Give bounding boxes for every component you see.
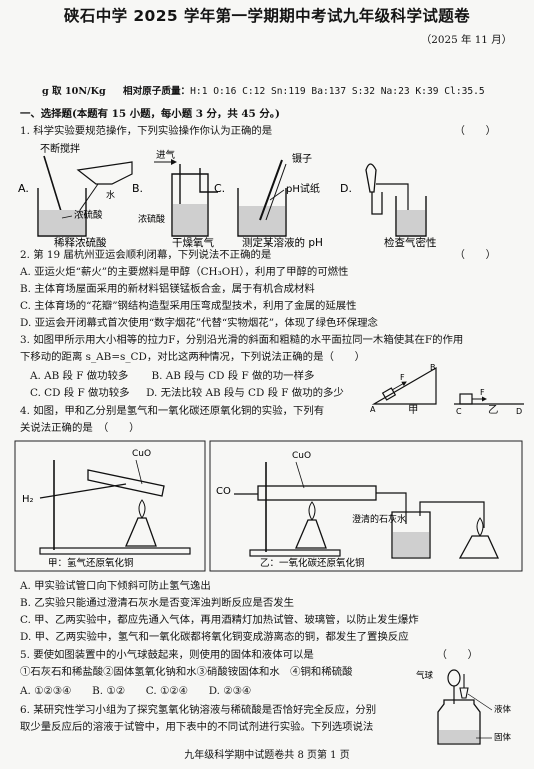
q2-option-d: D. 亚运会开闭幕式首次使用“数字烟花”代替“实物烟花”，体现了绿色环保理念	[20, 317, 378, 329]
atomic-mass-label: 相对原子质量：	[122, 86, 191, 97]
q1-acid-label: 浓硫酸	[74, 209, 103, 221]
dropper-icon	[459, 674, 469, 699]
q3-option-d: D. 无法比较 AB 段与 CD 段 F 做功的多少	[146, 387, 344, 399]
q4-limewater-label: 澄清的石灰水	[352, 513, 406, 525]
q2-option-a: A. 亚运火炬“薪火”的主要燃料是甲醇（CH₃OH），利用了甲醇的可燃性	[20, 266, 349, 278]
q1-stem: 1. 科学实验要规范操作，下列实验操作你认为正确的是	[20, 125, 273, 137]
q1-inlet-label: 进气	[156, 149, 176, 161]
q5-options: A. ①②③④ B. ①② C. ①②④ D. ②③④	[20, 685, 252, 697]
box-icon	[459, 393, 473, 405]
tweezers-icon	[259, 159, 283, 221]
q1-stir-label: 不断搅拌	[40, 142, 80, 155]
svg-text:F: F	[400, 373, 405, 382]
svg-text:CO: CO	[216, 486, 231, 497]
alcohol-lamp-icon	[125, 517, 157, 547]
q3-fig-jia: 甲	[408, 404, 419, 416]
q1-caption-b: 干燥氧气	[172, 236, 214, 248]
alcohol-lamp-icon	[295, 519, 327, 549]
q2-option-b: B. 主体育场屋面采用的新材料铝镁锰板合金，属于有机合成材料	[20, 283, 315, 295]
q5-items: ①石灰石和稀盐酸②固体氢氧化钠和水③硝酸铵固体和水 ④铜和稀硫酸	[20, 666, 353, 678]
balloon-icon	[447, 669, 461, 687]
q1-caption-c: 测定某溶液的 pH	[242, 236, 323, 248]
q3-option-b: B. AB 段与 CD 段 F 做的功一样多	[151, 370, 315, 382]
q1-ph-paper-label: pH试纸	[286, 182, 320, 195]
q1-figure: A. 不断搅拌 水 浓硫酸 B. 进气 浓硫酸 C. 镊子 pH试纸 D.	[18, 142, 437, 248]
box-icon	[381, 387, 397, 401]
q5-liquid-label: 液体	[494, 704, 512, 715]
section-heading: 一、选择题(本题有 15 小题，每小题 3 分，共 45 分。)	[20, 108, 280, 120]
q4-stem-line1: 4. 如图，甲和乙分别是氢气和一氧化碳还原氧化铜的实验，下列有	[20, 405, 325, 417]
q1-conc-acid-label: 浓硫酸	[138, 213, 165, 225]
q1-tweezers-label: 镊子	[292, 153, 312, 165]
svg-text:H₂: H₂	[22, 494, 34, 505]
svg-text:C: C	[456, 407, 462, 416]
q3-option-c: C. CD 段 F 做功较多	[30, 387, 130, 399]
q1-option-a-label: A.	[18, 182, 29, 195]
beaker-icon	[37, 188, 87, 237]
constants-line: g 取 10N/Kg 相对原子质量：H:1 O:16 C:12 Sn:119 B…	[42, 86, 522, 99]
q5-balloon-label: 气球	[416, 670, 434, 681]
exam-date: （2025 年 11 月）	[420, 34, 512, 46]
test-tube-icon	[87, 469, 165, 497]
svg-text:F: F	[480, 388, 485, 397]
q2-stem: 2. 第 19 届杭州亚运会顺利闭幕，下列说法不正确的是	[20, 249, 272, 261]
q1-option-c-label: C.	[214, 182, 225, 195]
beaker-liquid-icon	[39, 210, 85, 235]
q2-answer-paren: （ ）	[454, 249, 496, 261]
q3-fig-yi: 乙	[488, 404, 499, 416]
q5-figure: 气球 液体 固体	[416, 669, 512, 745]
q1-water-label: 水	[106, 189, 115, 201]
q1-answer-paren: （ ）	[454, 125, 496, 137]
gas-bottle-icon	[171, 173, 209, 237]
beaker-icon	[395, 196, 427, 237]
q1-caption-a: 稀释浓硫酸	[54, 236, 107, 248]
q2-option-c: C. 主体育场的“花瓣”钢结构造型采用压弯成型技术，利用了金属的延展性	[20, 300, 357, 312]
q3-figure: F A B F C D	[370, 363, 524, 416]
q4-option-a: A. 甲实验试管口向下倾斜可防止氢气逸出	[20, 580, 211, 592]
page-footer: 九年级科学期中试题卷共 8 页第 1 页	[184, 750, 350, 761]
svg-text:B: B	[430, 363, 436, 372]
flask-icon	[437, 699, 481, 745]
q3-option-a: A. AB 段 F 做功较多	[30, 370, 129, 382]
beaker-icon	[237, 188, 287, 237]
incline-icon	[371, 366, 437, 405]
q5-stem: 5. 要使如图装置中的小气球鼓起来，则使用的固体和液体可以是	[20, 649, 314, 661]
q5-answer-paren: （ ）	[436, 649, 478, 661]
wash-bottle-icon	[391, 511, 431, 559]
atomic-mass-values: H:1 O:16 C:12 Sn:119 Ba:137 S:32 Na:23 K…	[190, 86, 485, 97]
alcohol-lamp-icon	[458, 535, 500, 559]
exam-title: 硖石中学 2025 学年第一学期期中考试九年级科学试题卷	[63, 7, 471, 25]
q3-stem-line2: 下移动的距离 s_AB=s_CD，对比这两种情况，下列说法正确的是（ ）	[20, 351, 366, 363]
q1-option-d-label: D.	[340, 182, 352, 195]
hand-icon	[365, 163, 377, 193]
q4-option-c: C. 甲、乙两实验中，都应先通入气体，再用酒精灯加热试管、玻璃管，以防止发生爆炸	[20, 614, 419, 626]
g-constant: g 取 10N/Kg	[42, 86, 106, 97]
q4-caption-yi: 乙：一氧化碳还原氧化铜	[260, 557, 365, 569]
svg-text:D: D	[516, 407, 522, 416]
q6-stem-line2: 取少量反应后的溶液于试管中，用下表中的不同试剂进行实验。下列选项说法	[20, 721, 374, 733]
svg-text:CuO: CuO	[132, 449, 151, 459]
q1-caption-d: 检查气密性	[384, 236, 437, 248]
q3-stem-line1: 3. 如图甲所示用大小相等的拉力F，分别沿光滑的斜面和粗糙的水平面拉同一木箱使其…	[20, 334, 464, 346]
svg-text:A: A	[370, 405, 376, 414]
test-tube-icon	[371, 192, 383, 215]
q4-option-b: B. 乙实验只能通过澄清石灰水是否变浑浊判断反应是否发生	[20, 597, 295, 609]
q4-stem-line2: 关说法正确的是 （ ）	[20, 422, 140, 434]
cylinder-pour-icon	[76, 161, 133, 185]
q4-figure: H₂ CuO 甲：氢气还原氧化铜 CO CuO 澄清的石灰水 乙：一氧化碳还原氧…	[14, 440, 523, 572]
glass-tube-icon	[257, 485, 377, 501]
q4-option-d: D. 甲、乙两实验中，氢气和一氧化碳都将氧化铜变成游离态的铜，都发生了置换反应	[20, 631, 409, 643]
q4-caption-jia: 甲：氢气还原氧化铜	[48, 557, 134, 569]
q6-stem-line1: 6. 某研究性学习小组为了探究氢氧化钠溶液与稀硫酸是否恰好完全反应，分别	[20, 704, 377, 716]
svg-text:CuO: CuO	[292, 451, 311, 461]
q5-solid-label: 固体	[494, 732, 512, 743]
q1-option-b-label: B.	[132, 182, 143, 195]
